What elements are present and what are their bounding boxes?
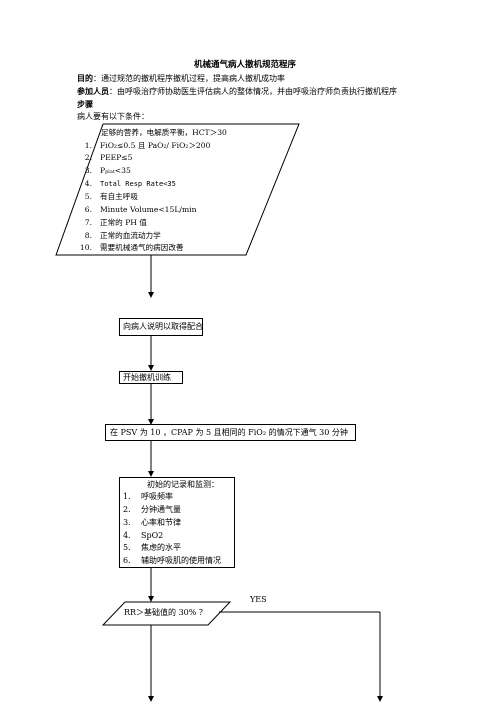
condition-item-8: 8. 正常的血流动力学: [70, 230, 161, 241]
monitor-text: 分钟通气量: [141, 505, 181, 514]
condition-num: 3.: [84, 166, 92, 175]
purpose-label: 目的: [77, 73, 93, 83]
condition-text: PEEP≤5: [100, 153, 133, 162]
condition-item-5: 5. 有自主呼吸: [70, 191, 138, 202]
purpose-line: 目的：通过规范的撤机程序撤机过程，提高病人撤机成功率: [77, 72, 285, 85]
participants-sep: ：: [109, 87, 117, 96]
steps-heading: 步骤: [77, 99, 93, 109]
monitor-item-6: 6. 辅助呼吸肌的使用情况: [123, 555, 221, 567]
monitor-header: 初始的记录和监测：: [147, 480, 219, 489]
monitor-text: 焦虑的水平: [141, 543, 181, 552]
step-explain-box: 向病人说明以取得配合: [119, 318, 203, 336]
arrow-5-head: [148, 596, 154, 602]
monitor-text: SpO2: [141, 531, 164, 540]
participants-text: 由呼吸治疗师协助医生评估病人的整体情况，并由呼吸治疗师负责执行撤机程序: [117, 87, 397, 96]
monitor-text: 呼吸频率: [141, 492, 173, 501]
condition-text: 正常的 PH 值: [100, 218, 147, 227]
condition-item-4: 4. Total Resp Rate<35: [70, 178, 176, 190]
condition-text: 有自主呼吸: [100, 192, 138, 201]
condition-num: 5.: [84, 192, 92, 201]
condition-item-7: 7. 正常的 PH 值: [70, 217, 147, 228]
arrow-3-head: [148, 419, 154, 425]
decision-parallelogram: [101, 601, 232, 626]
conditions-parallelogram: [55, 123, 300, 256]
step-start-box: 开始撤机训练: [119, 371, 183, 384]
purpose-sep: ：: [93, 74, 101, 83]
monitor-text: 心率和节律: [141, 518, 181, 527]
step-explain-text: 向病人说明以取得配合: [123, 322, 203, 331]
decision-text: RR＞基础值的 30% ？: [124, 608, 207, 617]
arrow-1-head: [148, 292, 154, 298]
condition-num: 1.: [84, 141, 92, 150]
monitor-item-5: 5. 焦虑的水平: [123, 542, 181, 554]
conditions-intro: 病人要有以下条件：: [77, 112, 149, 121]
condition-text: 正常的血流动力学: [100, 231, 161, 240]
participants-line: 参加人员：由呼吸治疗师协助医生评估病人的整体情况，并由呼吸治疗师负责执行撤机程序: [77, 85, 397, 98]
monitor-box: 初始的记录和监测： 1.呼吸频率 2.分钟通气量 3.心率和节律 4.SpO2 …: [119, 477, 235, 568]
monitor-num: 3.: [123, 518, 131, 527]
condition-item-2: 2. PEEP≤5: [70, 152, 133, 163]
conditions-header: 足够的营养，电解质平衡，HCT＞30: [101, 128, 227, 137]
participants-label: 参加人员: [77, 86, 109, 96]
page-title: 机械通气病人撤机规范程序: [194, 60, 297, 70]
condition-item-3: 3. Pₚₗₐₜ<35: [70, 165, 131, 176]
monitor-num: 2.: [123, 505, 131, 514]
condition-num: 6.: [84, 205, 92, 214]
monitor-num: 5.: [123, 543, 131, 552]
condition-text: Total Resp Rate<35: [100, 180, 176, 188]
yes-arrow-head: [377, 696, 383, 702]
condition-num: 2.: [84, 153, 92, 162]
condition-num: 8.: [84, 231, 92, 240]
condition-item-6: 6. Minute Volume<15L/min: [70, 204, 197, 215]
monitor-item-3: 3. 心率和节律: [123, 517, 181, 529]
condition-num: 4.: [84, 179, 92, 188]
arrow-2-head: [148, 365, 154, 371]
condition-num: 10.: [79, 243, 92, 252]
monitor-item-2: 2. 分钟通气量: [123, 504, 181, 516]
yes-label: YES: [250, 595, 267, 604]
condition-text: Minute Volume<15L/min: [100, 205, 197, 214]
condition-item-1: 1. FiO₂≤0.5 且 PaO₂/ FiO₂＞200: [70, 140, 211, 151]
condition-text: Pₚₗₐₜ<35: [100, 166, 131, 175]
monitor-text: 辅助呼吸肌的使用情况: [141, 556, 221, 565]
condition-item-10: 10. 需要机械通气的病因改善: [70, 242, 184, 253]
monitor-item-4: 4. SpO2: [123, 530, 163, 542]
purpose-text: 通过规范的撤机程序撤机过程，提高病人撤机成功率: [101, 74, 285, 83]
arrow-4-head: [148, 471, 154, 477]
monitor-num: 6.: [123, 556, 131, 565]
no-arrow-head: [148, 696, 154, 702]
monitor-num: 1.: [123, 492, 131, 501]
step-psv-box: 在 PSV 为 10 ，CPAP 为 5 且相同的 FiO₂ 的情况下通气 30…: [105, 424, 356, 441]
step-start-text: 开始撤机训练: [123, 373, 171, 382]
step-psv-text: 在 PSV 为 10 ，CPAP 为 5 且相同的 FiO₂ 的情况下通气 30…: [110, 428, 348, 437]
condition-text: FiO₂≤0.5 且 PaO₂/ FiO₂＞200: [100, 141, 211, 150]
monitor-num: 4.: [123, 531, 131, 540]
monitor-item-1: 1. 呼吸频率: [123, 491, 173, 503]
condition-num: 7.: [84, 218, 92, 227]
condition-text: 需要机械通气的病因改善: [100, 243, 184, 252]
